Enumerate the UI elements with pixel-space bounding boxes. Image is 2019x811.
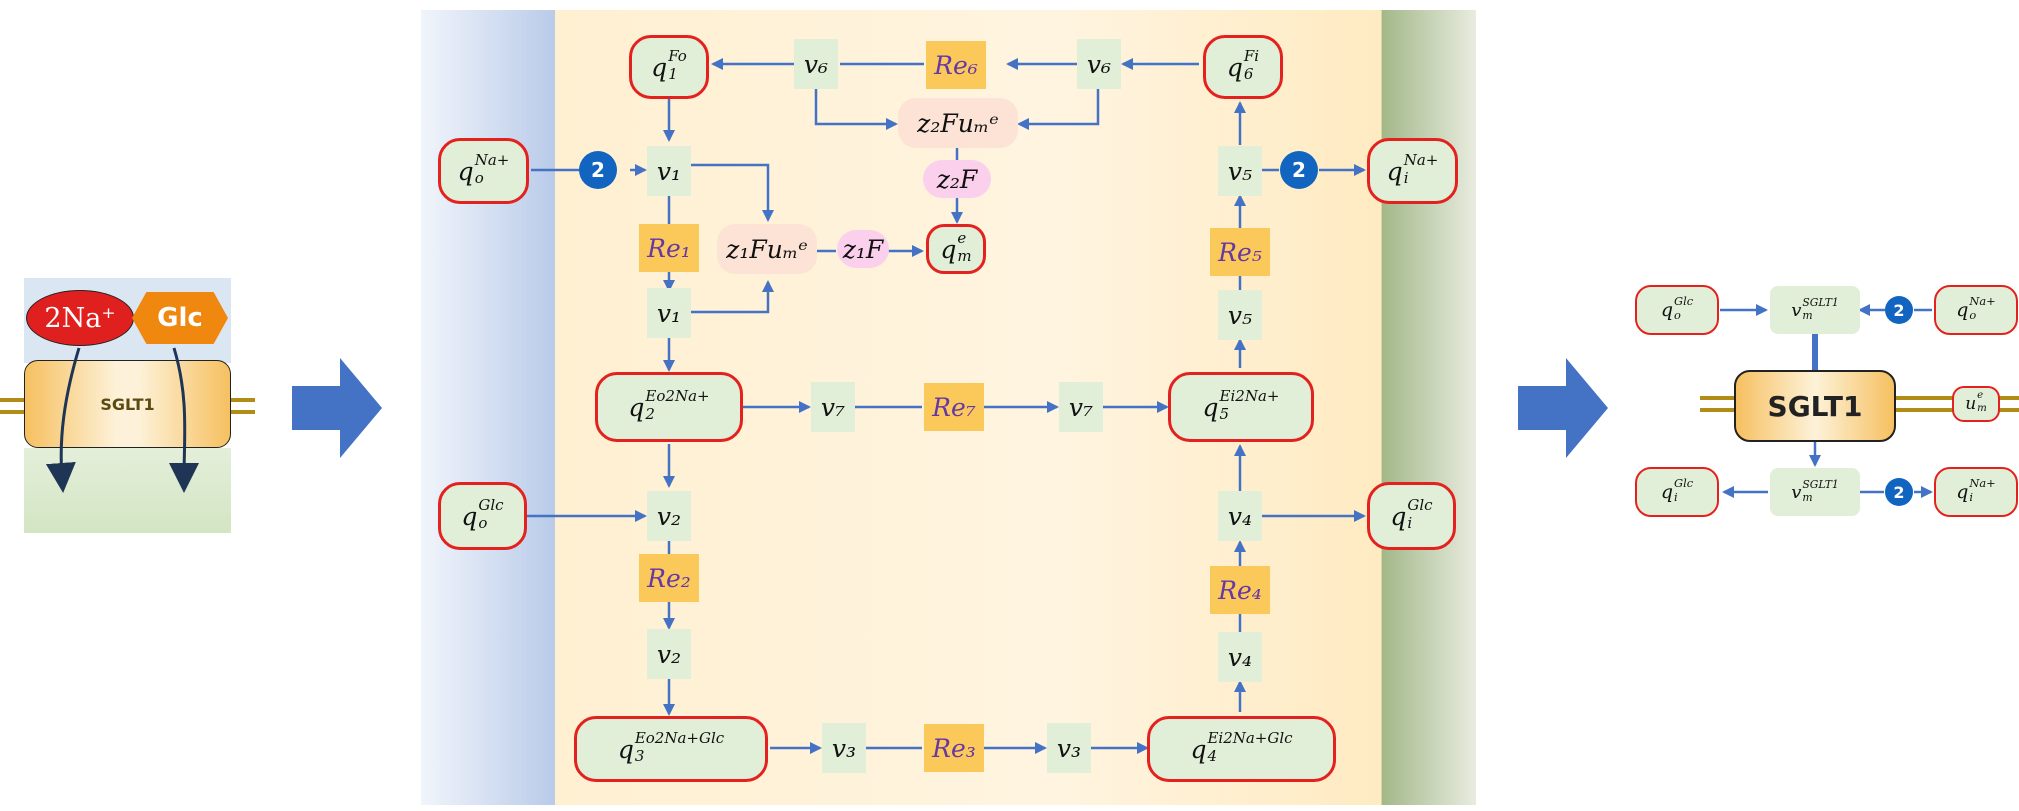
sodium-ion-ellipse: 2Na⁺ [26, 290, 134, 346]
sglt1-transporter-large: SGLT1 [1734, 370, 1896, 442]
v2-top: v₂ [647, 491, 691, 541]
v4-bottom: v₄ [1218, 632, 1262, 682]
v6-left: v₆ [794, 39, 838, 89]
left-sglt1-schematic: SGLT1 2Na⁺ Glc [0, 278, 255, 533]
re6: Re₆ [926, 41, 986, 89]
z1-f: z₁F [837, 230, 889, 268]
glucose-hexagon: Glc [132, 292, 228, 344]
v7-left: v₇ [811, 382, 855, 432]
z1-f-u-m-e: z₁Fuₘᵉ [717, 224, 817, 274]
v4-top: v₄ [1218, 491, 1262, 541]
re1: Re₁ [639, 224, 699, 272]
v5-top: v₅ [1218, 146, 1262, 196]
v7-right: v₇ [1059, 382, 1103, 432]
z2-f-u-m-e: z₂Fuₘᵉ [898, 98, 1018, 148]
glucose-label: Glc [157, 303, 203, 333]
v5-bottom: v₅ [1218, 290, 1262, 340]
re5: Re₅ [1210, 228, 1270, 276]
sglt1-transporter-small: SGLT1 [24, 360, 231, 448]
re3: Re₃ [924, 724, 984, 772]
sglt1-small-label: SGLT1 [100, 394, 155, 414]
transport-arrows-small [45, 347, 200, 493]
big-arrow-right-1-icon [292, 358, 382, 458]
right-badge-top: 2 [1885, 296, 1913, 324]
re2: Re₂ [639, 554, 699, 602]
stoichiometry-badge-left: 2 [579, 151, 617, 189]
v3-right: v₃ [1047, 723, 1091, 773]
right-badge-bottom: 2 [1885, 478, 1913, 506]
v6-right: v₆ [1077, 39, 1121, 89]
stoichiometry-badge-right: 2 [1280, 151, 1318, 189]
v1-bottom: v₁ [647, 288, 691, 338]
big-arrow-right-2-icon [1518, 358, 1608, 458]
re7: Re₇ [924, 383, 984, 431]
v2-bottom: v₂ [647, 629, 691, 679]
v1-top: v₁ [647, 146, 691, 196]
v3-left: v₃ [822, 723, 866, 773]
sodium-label: 2Na⁺ [44, 302, 116, 334]
re4: Re₄ [1210, 566, 1270, 614]
z2-f: z₂F [923, 160, 991, 198]
